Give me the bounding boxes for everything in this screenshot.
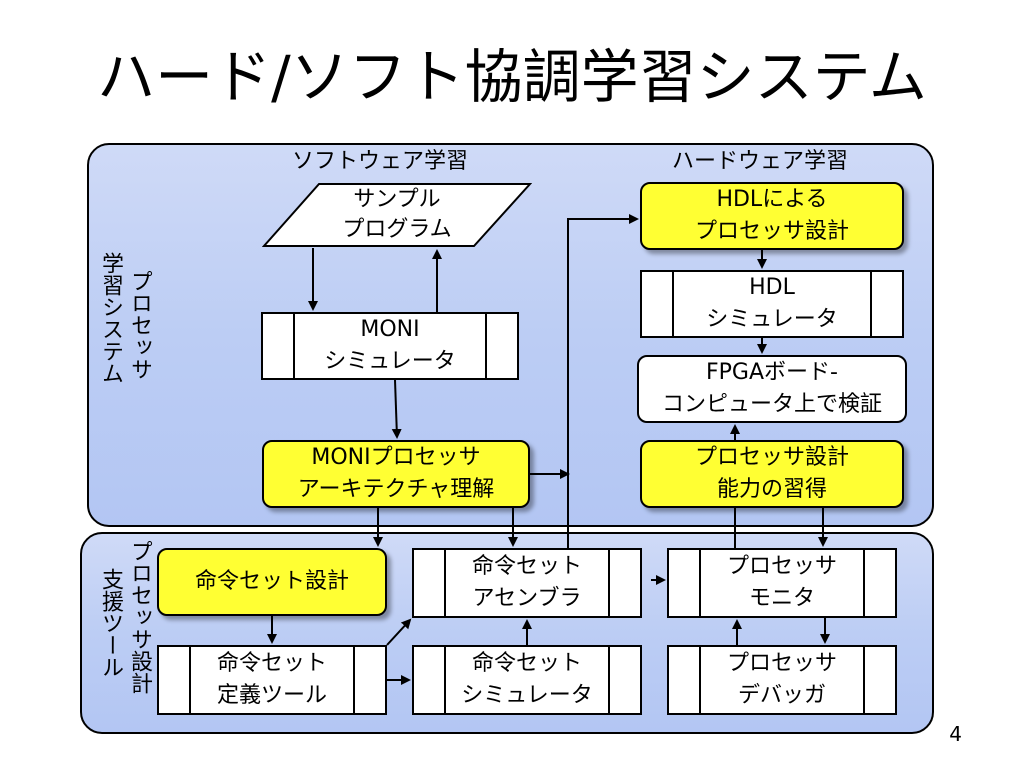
- processor-debugger-line1: プロセッサ: [726, 651, 837, 676]
- moni-simulator-line2: シミュレータ: [324, 349, 456, 374]
- slide-title: ハード/ソフト協調学習システム: [97, 43, 927, 111]
- arrow-up-to-hdl-design: [567, 214, 639, 548]
- sample-program-io: サンプル プログラム: [261, 182, 533, 248]
- fpga-verification-line2: コンピュータ上で検証: [661, 392, 882, 417]
- hdl-design-line2: プロセッサ設計: [694, 219, 849, 244]
- moni-architecture-box: MONIプロセッサ アーキテクチャ理解: [262, 440, 530, 508]
- lower-side-label-col2: 支援ツール: [98, 568, 123, 678]
- moni-simulator-line1: MONI: [360, 317, 420, 342]
- moni-architecture-line2: アーキテクチャ理解: [297, 477, 495, 502]
- sample-program-shape: [261, 183, 533, 247]
- arrow-def-tool-to-assembler: [386, 618, 412, 646]
- isa-assembler-line1: 命令セット: [471, 554, 582, 579]
- processor-design-skill-line1: プロセッサ設計: [694, 445, 849, 470]
- hdl-design-line1: HDLによる: [716, 187, 828, 212]
- sample-program-line2: プログラム: [342, 217, 452, 242]
- isa-definition-tool-line2: 定義ツール: [216, 683, 327, 708]
- moni-simulator-box: MONI シミュレータ: [261, 312, 519, 380]
- fpga-verification-box: FPGAボード- コンピュータ上で検証: [637, 355, 907, 423]
- processor-monitor-line1: プロセッサ: [726, 554, 837, 579]
- isa-simulator-line2: シミュレータ: [461, 683, 593, 708]
- page-number: 4: [949, 722, 962, 746]
- isa-assembler-box: 命令セット アセンブラ: [412, 548, 642, 618]
- upper-side-label-col2: 学習システム: [98, 252, 123, 384]
- upper-side-label-col1: プロセッサ: [127, 270, 152, 380]
- processor-debugger-box: プロセッサ デバッガ: [667, 645, 897, 715]
- hdl-simulator-line2: シミュレータ: [706, 307, 838, 332]
- lower-side-label-col1: プロセッサ設計: [127, 540, 152, 694]
- processor-monitor-box: プロセッサ モニタ: [667, 548, 897, 618]
- isa-design-box: 命令セット設計: [157, 548, 387, 616]
- isa-simulator-box: 命令セット シミュレータ: [412, 645, 642, 715]
- moni-architecture-line1: MONIプロセッサ: [311, 445, 481, 470]
- processor-design-skill-line2: 能力の習得: [716, 477, 827, 502]
- isa-definition-tool-line1: 命令セット: [216, 651, 327, 676]
- hdl-design-box: HDLによる プロセッサ設計: [640, 182, 904, 250]
- hdl-simulator-line1: HDL: [749, 275, 795, 300]
- hardware-learning-heading: ハードウェア学習: [672, 149, 849, 174]
- processor-debugger-line2: デバッガ: [737, 683, 826, 708]
- sample-program-line1: サンプル: [353, 187, 441, 212]
- fpga-verification-line1: FPGAボード-: [706, 360, 838, 385]
- software-learning-heading: ソフトウェア学習: [292, 149, 469, 174]
- hdl-simulator-box: HDL シミュレータ: [640, 270, 904, 338]
- isa-simulator-line1: 命令セット: [471, 651, 582, 676]
- processor-design-skill-box: プロセッサ設計 能力の習得: [640, 440, 904, 508]
- isa-definition-tool-box: 命令セット 定義ツール: [157, 645, 387, 715]
- arrow-moni-sim-to-arch: [391, 379, 402, 439]
- isa-design-label: 命令セット設計: [194, 569, 349, 594]
- processor-monitor-line2: モニタ: [748, 586, 815, 611]
- isa-assembler-line2: アセンブラ: [472, 586, 582, 611]
